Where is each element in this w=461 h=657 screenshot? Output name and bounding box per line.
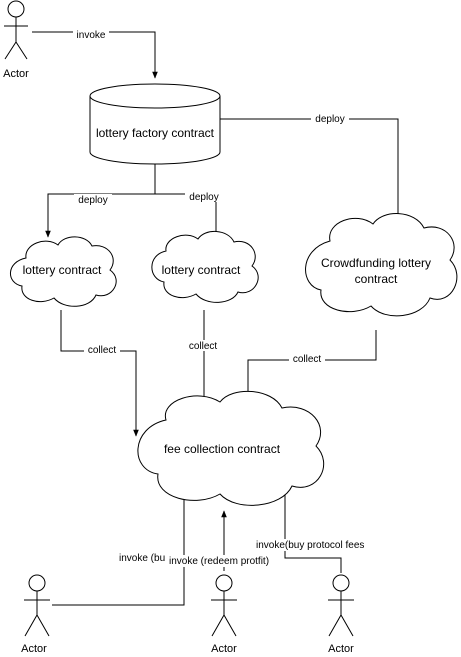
fee-collection-contract-node: fee collection contract	[137, 390, 325, 506]
edge-label-collect-left: collect	[88, 345, 117, 356]
factory-label: lottery factory contract	[96, 126, 215, 140]
edge-label-collect-right: collect	[293, 354, 322, 365]
edge-invoke-protocol	[282, 481, 342, 573]
edge-label-deploy-middle: deploy	[189, 192, 218, 203]
crowdfunding-lottery-contract-node: Crowdfunding lottery contract	[305, 213, 458, 317]
fee-collection-label: fee collection contract	[164, 442, 281, 456]
lottery-contract-middle-node: lottery contract	[151, 231, 259, 303]
lottery-contract-left-node: lottery contract	[10, 236, 117, 307]
actor-bottom-right-label: Actor	[328, 643, 354, 655]
lottery-left-label: lottery contract	[23, 263, 102, 277]
actor-bottom-middle-label: Actor	[211, 643, 237, 655]
edge-deploy-lottery-left	[45, 193, 155, 238]
actor-top-label: Actor	[3, 68, 29, 80]
lottery-middle-label: lottery contract	[162, 263, 241, 277]
edge-label-invoke-redeem: invoke (redeem protfit)	[169, 556, 269, 567]
edge-label-invoke-buy: invoke (bu	[119, 553, 165, 564]
edge-label-invoke-protocol: invoke(buy protocol fees	[256, 540, 364, 551]
edge-label-collect-middle: collect	[189, 341, 218, 352]
crowdfunding-label-line1: Crowdfunding lottery	[321, 256, 431, 270]
actor-bottom-middle: Actor	[211, 574, 237, 655]
edge-invoke-buy	[52, 487, 187, 606]
lottery-factory-contract-node: lottery factory contract	[89, 83, 221, 165]
edge-deploy-crowdfunding	[220, 118, 401, 233]
edge-label-deploy-right: deploy	[315, 114, 344, 125]
actor-bottom-right: Actor	[328, 574, 354, 655]
edge-collect-left	[60, 310, 139, 437]
actor-bottom-left-label: Actor	[21, 643, 47, 655]
crowdfunding-label-line2: contract	[355, 272, 398, 286]
actor-top: Actor	[3, 0, 29, 80]
actor-bottom-left: Actor	[21, 574, 50, 655]
edge-label-deploy-left: deploy	[78, 195, 107, 206]
edge-label-invoke: invoke	[77, 30, 106, 41]
